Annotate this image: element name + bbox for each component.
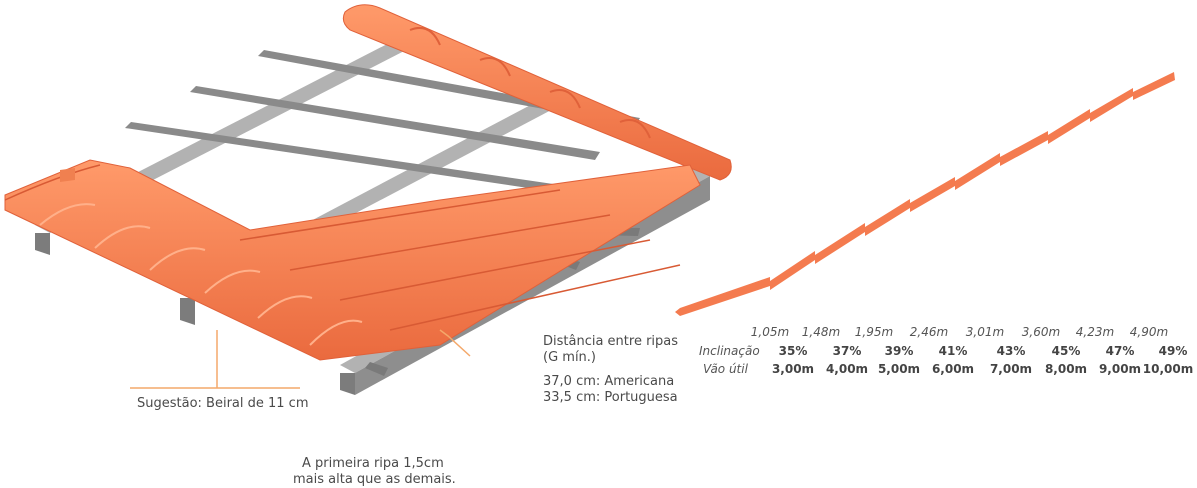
inclination-value: 35% — [778, 344, 808, 358]
rise-value: 4,90m — [1129, 325, 1169, 339]
inclination-value: 49% — [1158, 344, 1188, 358]
rise-value: 3,60m — [1021, 325, 1061, 339]
distance-american: 37,0 cm: Americana — [543, 374, 675, 389]
batten — [365, 362, 388, 376]
rise-value: 1,95m — [854, 325, 894, 339]
inclination-value: 39% — [884, 344, 914, 358]
span-value: 8,00m — [1044, 362, 1088, 376]
distance-title-line1: Distância entre ripas — [543, 334, 679, 349]
rise-value: 2,46m — [909, 325, 949, 339]
rafter — [35, 233, 50, 255]
inclination-value: 41% — [938, 344, 968, 358]
ridge-tiles — [342, 4, 732, 181]
span-value: 5,00m — [877, 362, 921, 376]
rafter — [340, 373, 355, 395]
first-batten-note-line1: A primeira ripa 1,5cm — [302, 456, 444, 471]
span-label: Vão útil — [703, 362, 748, 376]
distance-portuguese: 33,5 cm: Portuguesa — [543, 390, 678, 405]
roof-profile-slope — [675, 72, 1175, 316]
span-value: 10,00m — [1142, 362, 1194, 376]
inclination-value: 37% — [832, 344, 862, 358]
eave-leader — [130, 330, 300, 389]
span-value: 7,00m — [989, 362, 1033, 376]
span-value: 4,00m — [825, 362, 869, 376]
rise-value: 1,05m — [750, 325, 790, 339]
tile-field — [4, 159, 701, 361]
span-value: 9,00m — [1098, 362, 1142, 376]
rise-value: 4,23m — [1075, 325, 1115, 339]
eave-suggestion: Sugestão: Beiral de 11 cm — [137, 396, 309, 411]
rise-value: 1,48m — [801, 325, 841, 339]
inclination-value: 45% — [1051, 344, 1081, 358]
batten — [125, 122, 560, 192]
inclination-label: Inclinação — [699, 344, 760, 358]
span-value: 6,00m — [931, 362, 975, 376]
first-batten-note-line2: mais alta que as demais. — [293, 472, 456, 487]
ridge-tile — [342, 4, 732, 181]
roof-profile — [675, 72, 1175, 316]
distance-title-line2: (G mín.) — [543, 350, 596, 365]
inclination-value: 43% — [996, 344, 1026, 358]
rise-value: 3,01m — [965, 325, 1005, 339]
span-value: 3,00m — [771, 362, 815, 376]
inclination-value: 47% — [1105, 344, 1135, 358]
rafter — [180, 298, 195, 325]
batten — [190, 86, 600, 160]
